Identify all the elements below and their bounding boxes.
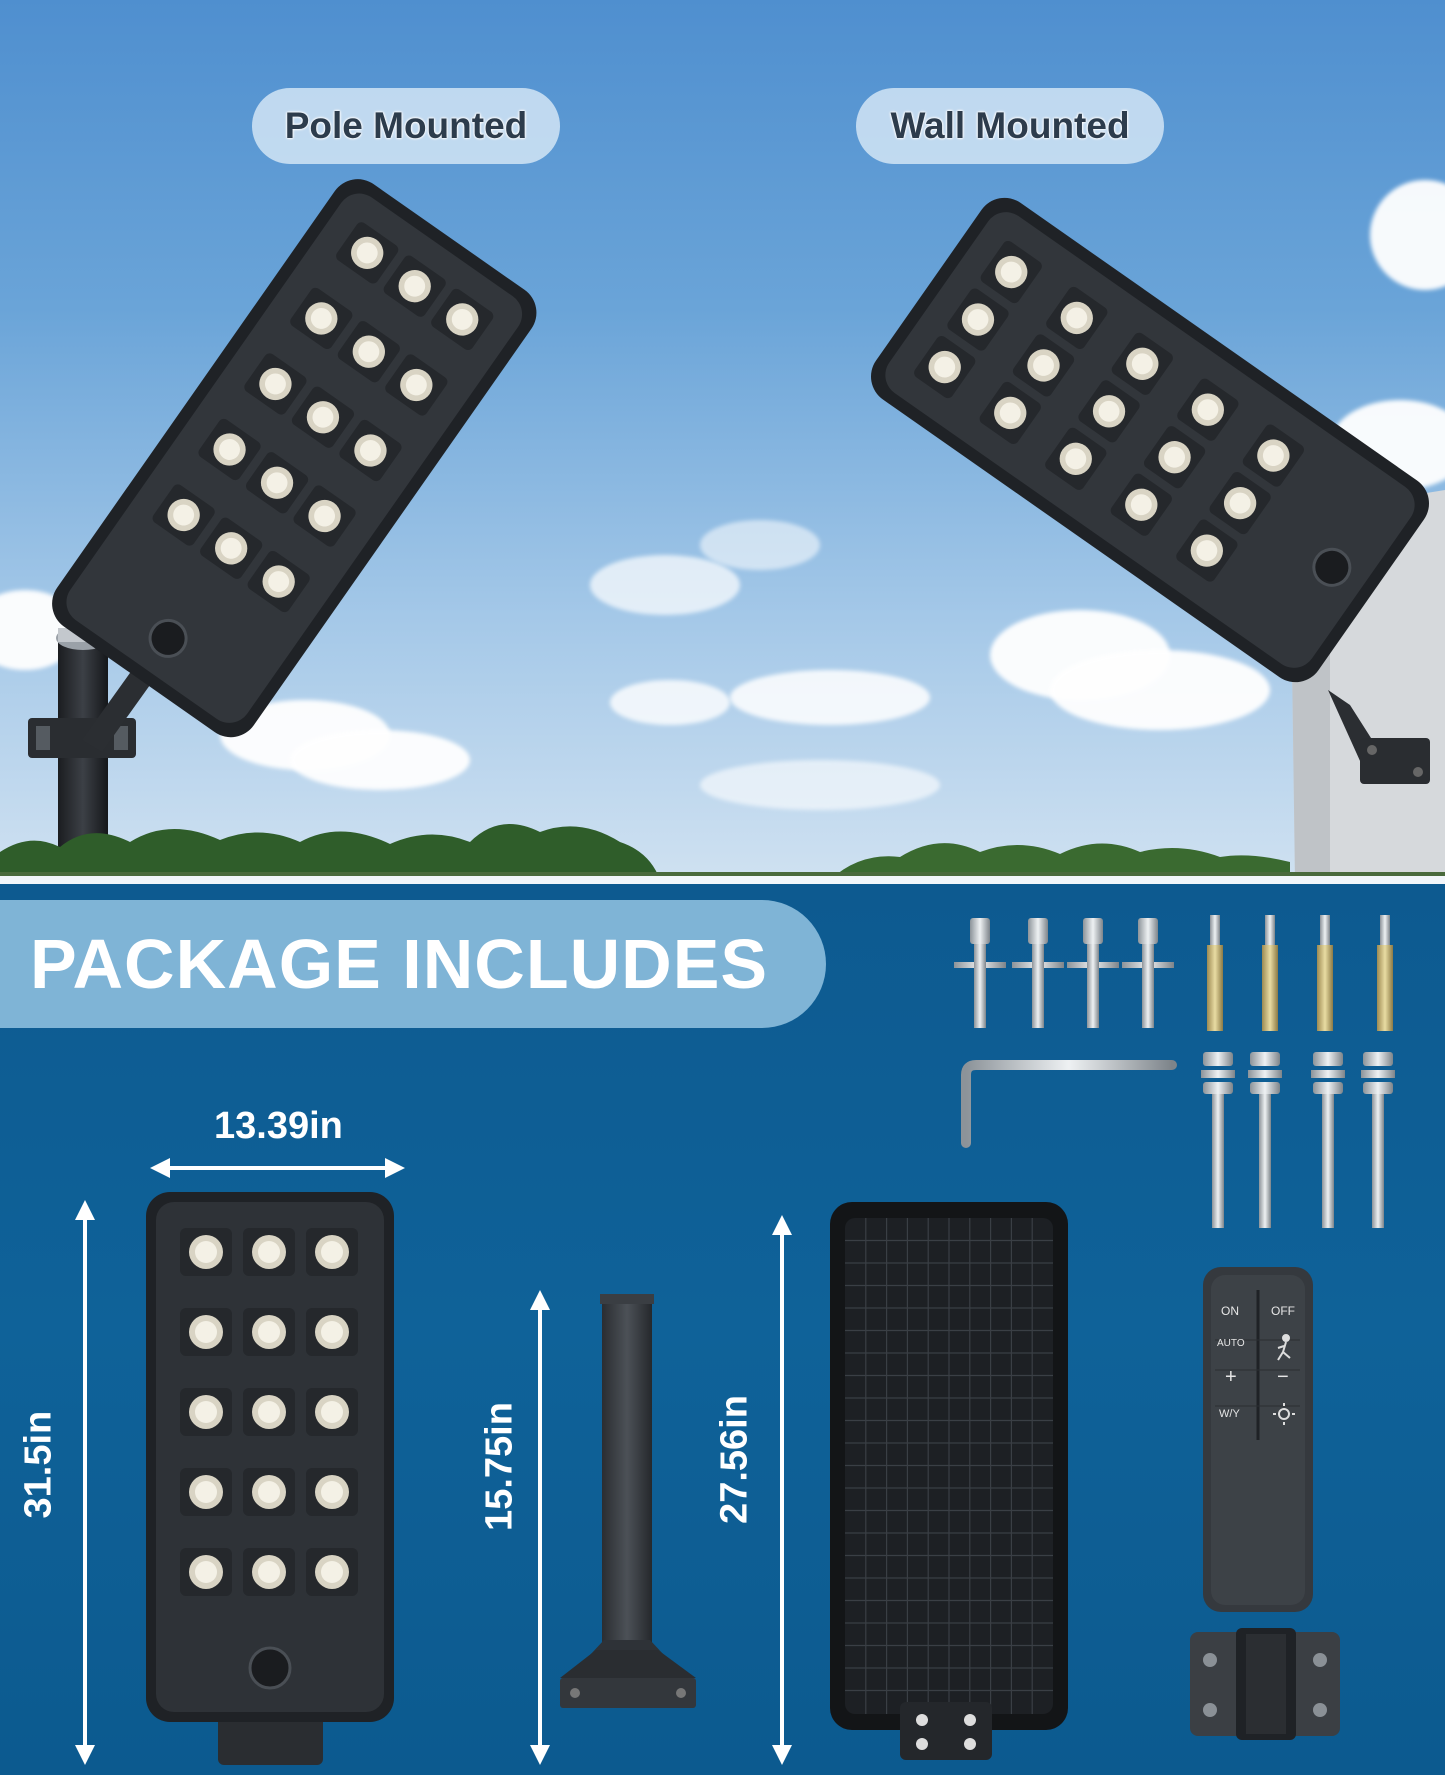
remote-plus-button: + (1225, 1366, 1237, 1388)
led-module (243, 1228, 295, 1276)
led-module (306, 1228, 358, 1276)
led-module (200, 517, 263, 579)
hex-screw (1067, 918, 1119, 1028)
wall-mounted-lamp (870, 197, 1430, 683)
motion-sensor-icon (1277, 1334, 1291, 1361)
lamp-width-label: 13.39in (214, 1105, 343, 1147)
remote-auto-button: AUTO (1217, 1338, 1245, 1349)
expansion-anchor (1207, 915, 1223, 1031)
lamp-front-view (146, 1192, 394, 1765)
led-module (243, 1548, 295, 1596)
remote-wy-button: W/Y (1219, 1408, 1240, 1420)
led-module (336, 222, 399, 284)
led-module (947, 288, 1009, 351)
pole-mounted-lamp (52, 179, 537, 738)
expansion-anchor (1317, 915, 1333, 1031)
wall-mount-bracket (1190, 1628, 1340, 1740)
led-module (1046, 286, 1108, 349)
hex-screws (954, 918, 1174, 1028)
led-module (980, 240, 1042, 304)
led-module (198, 418, 261, 481)
led-module (306, 1388, 358, 1436)
led-module (180, 1388, 232, 1436)
led-module (180, 1548, 232, 1596)
long-bolt (1201, 1052, 1235, 1228)
led-module (385, 354, 448, 416)
package-banner: PACKAGE INCLUDES (0, 900, 826, 1028)
led-module (180, 1228, 232, 1276)
led-module (1176, 519, 1238, 582)
led-module (306, 1468, 358, 1516)
allen-key (961, 1060, 1177, 1148)
led-module (1078, 380, 1140, 443)
expansion-anchor (1262, 915, 1278, 1031)
led-module (337, 321, 400, 383)
wall-bracket (1328, 690, 1430, 784)
led-module (1012, 334, 1075, 397)
remote-minus-button: − (1277, 1366, 1289, 1388)
hex-screw (954, 918, 1006, 1028)
mounting-scene: Pole Mounted Wall Mounted (0, 0, 1445, 880)
led-module (306, 1548, 358, 1596)
led-module (180, 1468, 232, 1516)
mounting-pole (560, 1294, 696, 1708)
remote-on-button: ON (1221, 1304, 1239, 1318)
led-module (152, 484, 215, 546)
led-module (1111, 332, 1173, 395)
long-bolt (1361, 1052, 1395, 1228)
remote-off-button: OFF (1271, 1304, 1295, 1318)
cloud (1050, 650, 1270, 730)
brightness-icon (1273, 1403, 1295, 1425)
long-bolts (1201, 1052, 1395, 1228)
led-module (243, 1308, 295, 1356)
led-module (293, 485, 356, 547)
wall-mounted-label: Wall Mounted (856, 88, 1164, 164)
led-module (247, 550, 310, 613)
expansion-anchors (1207, 915, 1393, 1031)
led-module (1143, 426, 1206, 489)
cloud (290, 730, 470, 790)
section-divider (0, 876, 1445, 884)
pole-mounted-label: Pole Mounted (252, 88, 560, 164)
led-module (1110, 473, 1172, 536)
led-module (306, 1308, 358, 1356)
led-module (290, 287, 353, 350)
expansion-anchor (1377, 915, 1393, 1031)
cloud (700, 520, 820, 570)
solar-panel (830, 1202, 1068, 1760)
cloud (700, 760, 940, 810)
led-module (383, 255, 446, 317)
led-module (1177, 378, 1239, 441)
led-module (291, 386, 355, 448)
led-module (244, 353, 307, 415)
led-module (1045, 427, 1107, 490)
led-module (431, 288, 494, 351)
led-module (914, 335, 976, 399)
led-module (243, 1468, 295, 1516)
long-bolt (1311, 1052, 1345, 1228)
led-module (245, 452, 309, 514)
cloud (590, 555, 740, 615)
hex-screw (1122, 918, 1174, 1028)
led-module (1209, 472, 1271, 535)
cloud (610, 680, 730, 725)
led-module (243, 1388, 295, 1436)
cloud (730, 670, 930, 725)
led-module (180, 1308, 232, 1356)
mounting-illustration (28, 179, 1445, 880)
led-module (339, 419, 402, 482)
remote-control (1203, 1267, 1313, 1612)
hex-screw (1012, 918, 1064, 1028)
long-bolt (1248, 1052, 1282, 1228)
led-module (979, 381, 1041, 445)
package-includes-title: PACKAGE INCLUDES (30, 925, 769, 1003)
led-module (1242, 424, 1304, 487)
